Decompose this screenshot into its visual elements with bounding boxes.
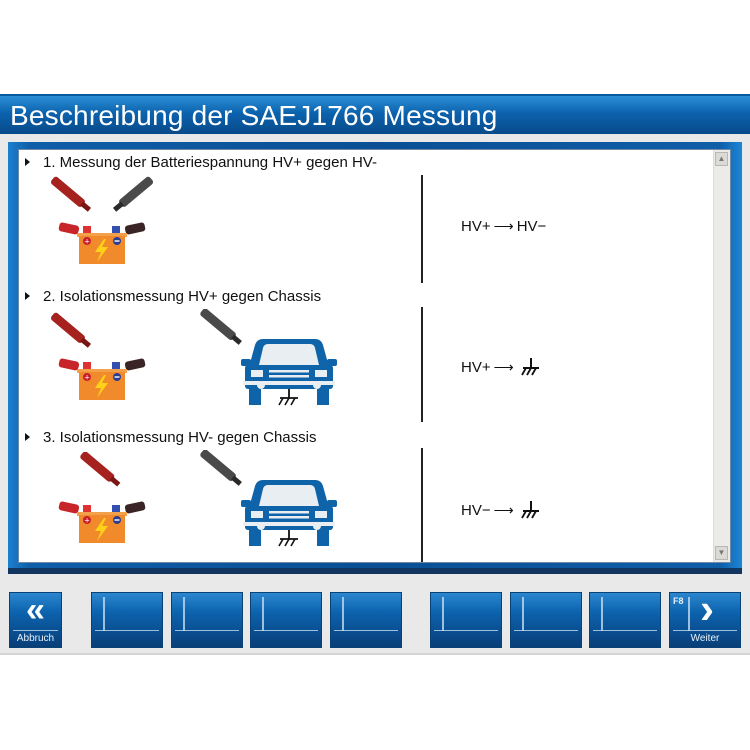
bullet-triangle-icon [25, 158, 30, 167]
section-divider [421, 175, 423, 283]
section-insulation-hv-plus: 2. Isolationsmessung HV+ gegen Chassis + [19, 287, 714, 422]
section-heading: 1. Messung der Batteriespannung HV+ gege… [25, 153, 377, 173]
section-heading: 3. Isolationsmessung HV- gegen Chassis [25, 428, 316, 448]
function-key-bar: « Abbruch F8 › Weiter [0, 592, 750, 648]
battery-with-red-probe-icon: + [58, 452, 146, 543]
section-heading: 2. Isolationsmessung HV+ gegen Chassis [25, 287, 321, 307]
function-button-empty-5[interactable] [430, 592, 502, 648]
scroll-up-button[interactable]: ▲ [715, 152, 728, 166]
function-button-empty-1[interactable] [91, 592, 163, 648]
double-chevron-left-icon: « [26, 592, 45, 629]
formula: HV−⟶ [461, 500, 541, 520]
cancel-button-label: Abbruch [16, 633, 55, 644]
svg-text:+: + [84, 517, 90, 525]
formula-left: HV+ [461, 218, 491, 235]
function-button-empty-2[interactable] [171, 592, 243, 648]
button-separator [673, 630, 737, 631]
section-divider [421, 448, 423, 562]
section-heading-text: 1. Messung der Batteriespannung HV+ gege… [43, 154, 377, 171]
bullet-triangle-icon [25, 292, 30, 301]
formula-right: HV− [516, 218, 547, 235]
function-button-empty-4[interactable] [330, 592, 402, 648]
button-separator [688, 597, 690, 631]
description-panel: 1. Messung der Batteriespannung HV+ gege… [18, 149, 731, 563]
chevron-right-icon: › [700, 592, 714, 632]
formula-left: HV− [461, 502, 491, 519]
section-heading-text: 3. Isolationsmessung HV- gegen Chassis [43, 429, 317, 446]
f8-key-label: F8 [673, 596, 684, 606]
section-heading-text: 2. Isolationsmessung HV+ gegen Chassis [43, 288, 322, 305]
content-frame: 1. Messung der Batteriespannung HV+ gege… [8, 142, 742, 574]
arrow-icon: ⟶ [493, 359, 514, 375]
page-title: Beschreibung der SAEJ1766 Messung [10, 100, 498, 131]
car-chassis-with-black-probe-icon [200, 450, 337, 547]
app-window: Beschreibung der SAEJ1766 Messung 1. Mes… [0, 94, 750, 655]
bullet-triangle-icon [25, 433, 30, 442]
section-divider [421, 307, 423, 422]
svg-text:+: + [84, 238, 90, 246]
function-button-empty-3[interactable] [250, 592, 322, 648]
section-insulation-hv-minus: 3. Isolationsmessung HV- gegen Chassis + [19, 428, 714, 562]
formula: HV+⟶ [461, 357, 541, 377]
svg-text:+: + [84, 374, 90, 382]
title-bar: Beschreibung der SAEJ1766 Messung [0, 94, 750, 134]
ground-symbol-icon [521, 501, 539, 519]
scroll-down-button[interactable]: ▼ [715, 546, 728, 560]
next-button[interactable]: F8 › Weiter [669, 592, 741, 648]
battery-with-red-probe-icon: + [50, 312, 146, 400]
cancel-button[interactable]: « Abbruch [9, 592, 62, 648]
car-chassis-with-black-probe-icon [200, 309, 337, 406]
ground-symbol-icon [521, 358, 539, 376]
vertical-scrollbar[interactable]: ▲ ▼ [713, 150, 730, 562]
formula-left: HV+ [461, 359, 491, 376]
button-separator [13, 630, 58, 631]
formula: HV+⟶HV− [461, 218, 546, 235]
function-button-empty-7[interactable] [589, 592, 661, 648]
arrow-icon: ⟶ [493, 218, 514, 234]
battery-with-probes-icon: + [50, 176, 154, 264]
section-battery-voltage: 1. Messung der Batteriespannung HV+ gege… [19, 153, 714, 283]
next-button-label: Weiter [690, 633, 720, 644]
function-button-empty-6[interactable] [510, 592, 582, 648]
arrow-icon: ⟶ [493, 502, 514, 518]
